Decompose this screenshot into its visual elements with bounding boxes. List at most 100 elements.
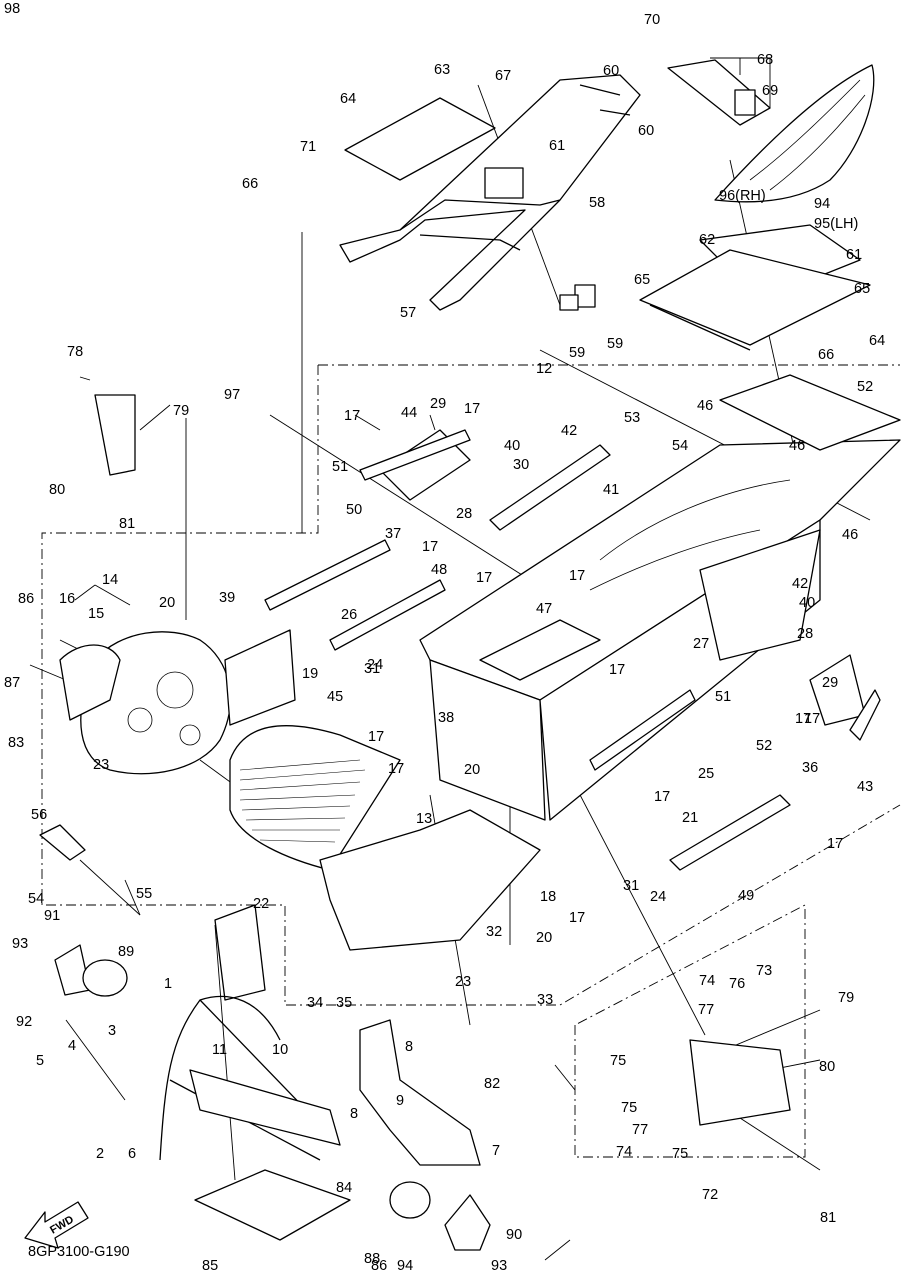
- callout-29: 29: [822, 675, 838, 691]
- callout-29: 29: [430, 396, 446, 412]
- forward-arrow: FWD: [24, 1201, 89, 1249]
- callout-65: 65: [634, 272, 650, 288]
- bracket-7: [359, 1019, 481, 1166]
- callout-28: 28: [456, 506, 472, 522]
- callout-24: 24: [367, 657, 383, 673]
- plate-72: [344, 97, 496, 181]
- front-suspension-housing: [59, 631, 232, 775]
- callout-88: 88: [364, 1251, 380, 1267]
- callout-27: 27: [693, 636, 709, 652]
- callout-44: 44: [401, 405, 417, 421]
- callout-56: 56: [31, 807, 47, 823]
- callout-21: 21: [682, 810, 698, 826]
- bracket-89: [389, 1181, 431, 1219]
- callout-61: 61: [549, 138, 565, 154]
- callout-97: 97: [224, 387, 240, 403]
- callout-46: 46: [842, 527, 858, 543]
- callout-38: 38: [438, 710, 454, 726]
- callout-23: 23: [455, 974, 471, 990]
- callout-36: 36: [802, 760, 818, 776]
- callout-95-lh-: 95(LH): [814, 216, 858, 232]
- callout-90: 90: [506, 1227, 522, 1243]
- callout-50: 50: [346, 502, 362, 518]
- callout-17: 17: [569, 910, 585, 926]
- plate-49: [669, 794, 791, 871]
- group-boundaries: [41, 364, 901, 1158]
- callout-8: 8: [350, 1106, 358, 1122]
- callout-71: 71: [300, 139, 316, 155]
- callout-86: 86: [18, 591, 34, 607]
- callout-93: 93: [12, 936, 28, 952]
- callout-48: 48: [431, 562, 447, 578]
- callout-37: 37: [385, 526, 401, 542]
- callout-17: 17: [476, 570, 492, 586]
- callout-35: 35: [336, 995, 352, 1011]
- callout-30: 30: [513, 457, 529, 473]
- callout-51: 51: [332, 459, 348, 475]
- callout-17: 17: [464, 401, 480, 417]
- callout-39: 39: [219, 590, 235, 606]
- callout-66: 66: [242, 176, 258, 192]
- callout-9: 9: [396, 1093, 404, 1109]
- callout-81: 81: [820, 1210, 836, 1226]
- callout-49: 49: [738, 888, 754, 904]
- callout-63: 63: [434, 62, 450, 78]
- callout-17: 17: [609, 662, 625, 678]
- callout-75: 75: [610, 1053, 626, 1069]
- callout-32: 32: [486, 924, 502, 940]
- callout-31: 31: [623, 878, 639, 894]
- callout-59: 59: [569, 345, 585, 361]
- callout-26: 26: [341, 607, 357, 623]
- callout-98: 98: [4, 1, 20, 17]
- callout-15: 15: [88, 606, 104, 622]
- callout-92: 92: [16, 1014, 32, 1030]
- callout-17: 17: [569, 568, 585, 584]
- callout-58: 58: [589, 195, 605, 211]
- callout-17: 17: [795, 711, 811, 727]
- callout-8: 8: [405, 1039, 413, 1055]
- callout-84: 84: [336, 1180, 352, 1196]
- callout-81: 81: [119, 516, 135, 532]
- callout-52: 52: [756, 738, 772, 754]
- callout-5: 5: [36, 1053, 44, 1069]
- bracket-91: [444, 1194, 491, 1251]
- callout-62: 62: [699, 232, 715, 248]
- callout-85: 85: [202, 1258, 218, 1274]
- callout-66: 66: [818, 347, 834, 363]
- callout-69: 69: [762, 83, 778, 99]
- callout-83: 83: [8, 735, 24, 751]
- skid-plate-85: [194, 1169, 351, 1241]
- callout-60: 60: [603, 63, 619, 79]
- callout-17: 17: [344, 408, 360, 424]
- callout-46: 46: [789, 438, 805, 454]
- callout-13: 13: [416, 811, 432, 827]
- plate-50: [264, 539, 391, 611]
- callout-79: 79: [173, 403, 189, 419]
- rear-upper-frame: [339, 74, 641, 311]
- callout-65: 65: [854, 281, 870, 297]
- callout-82: 82: [484, 1076, 500, 1092]
- heat-exchanger: [229, 725, 401, 871]
- tunnel-panel-53: [719, 374, 901, 451]
- callout-74: 74: [616, 1144, 632, 1160]
- callout-10: 10: [272, 1042, 288, 1058]
- seat-bracket: [667, 59, 771, 126]
- bracket-73: [689, 1039, 791, 1126]
- callout-86: 86: [371, 1258, 387, 1274]
- side-cover: [714, 64, 875, 203]
- callout-51: 51: [715, 689, 731, 705]
- bulkhead-13: [319, 809, 541, 951]
- callout-64: 64: [869, 333, 885, 349]
- callout-17: 17: [388, 761, 404, 777]
- callout-7: 7: [492, 1143, 500, 1159]
- callout-96-rh-: 96(RH): [719, 188, 766, 204]
- callout-72: 72: [702, 1187, 718, 1203]
- callout-11: 11: [212, 1042, 227, 1058]
- callout-94: 94: [814, 196, 830, 212]
- callout-93: 93: [491, 1258, 507, 1274]
- callout-46: 46: [697, 398, 713, 414]
- callout-12: 12: [536, 361, 552, 377]
- callout-43: 43: [857, 779, 873, 795]
- callout-53: 53: [624, 410, 640, 426]
- callout-40: 40: [799, 595, 815, 611]
